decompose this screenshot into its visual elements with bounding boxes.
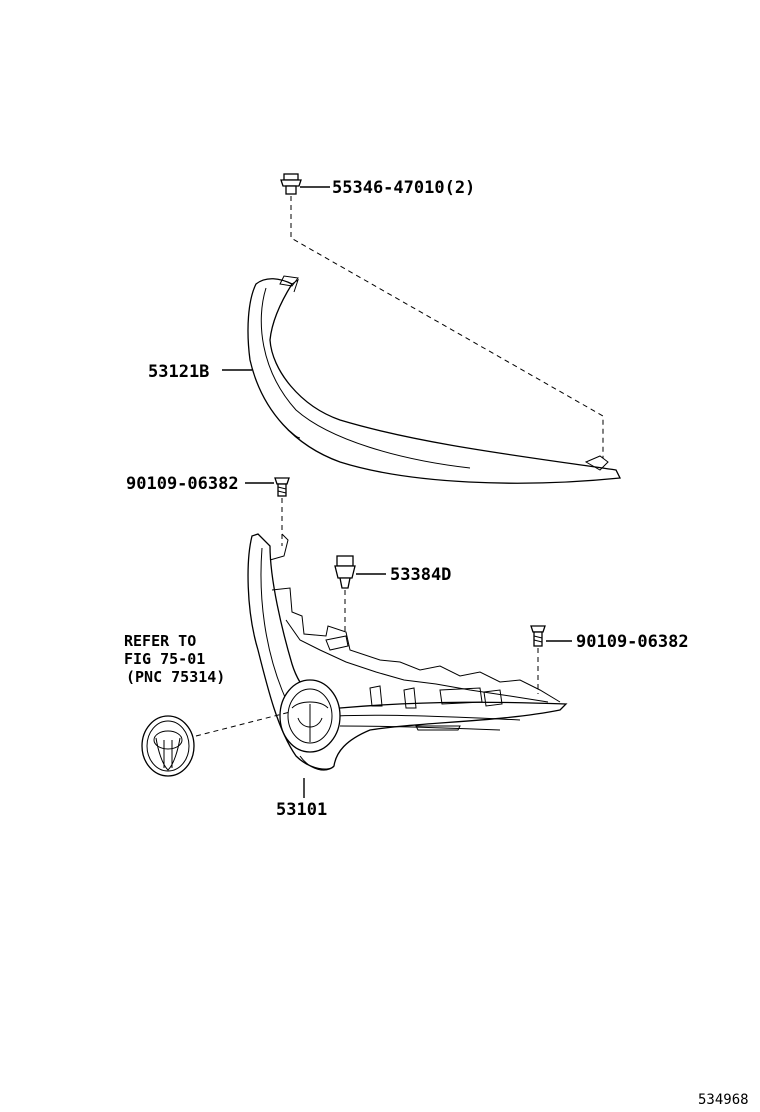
bolt-icon bbox=[274, 477, 290, 497]
bolt-icon bbox=[530, 625, 546, 647]
label-refer-line3: (PNC 75314) bbox=[126, 668, 225, 686]
label-bolt-left-part-number: 90109-06382 bbox=[126, 474, 239, 494]
guide-emblem bbox=[195, 711, 291, 737]
grille-part bbox=[247, 533, 568, 771]
label-clip-part-number: 55346-47010(2) bbox=[332, 178, 475, 198]
label-grille-part-number: 53101 bbox=[276, 800, 327, 820]
label-refer-line1: REFER TO bbox=[124, 632, 196, 650]
label-molding-part-number: 53121B bbox=[148, 362, 209, 382]
emblem-icon bbox=[141, 715, 195, 777]
figure-id: 534968 bbox=[698, 1092, 749, 1108]
clip-icon bbox=[280, 173, 302, 195]
label-bolt-right-part-number: 90109-06382 bbox=[576, 632, 689, 652]
label-retainer-part-number: 53384D bbox=[390, 565, 451, 585]
label-refer-line2: FIG 75-01 bbox=[124, 650, 205, 668]
retainer-icon bbox=[334, 555, 356, 589]
molding-part bbox=[247, 275, 622, 484]
guide-clip bbox=[290, 196, 604, 458]
